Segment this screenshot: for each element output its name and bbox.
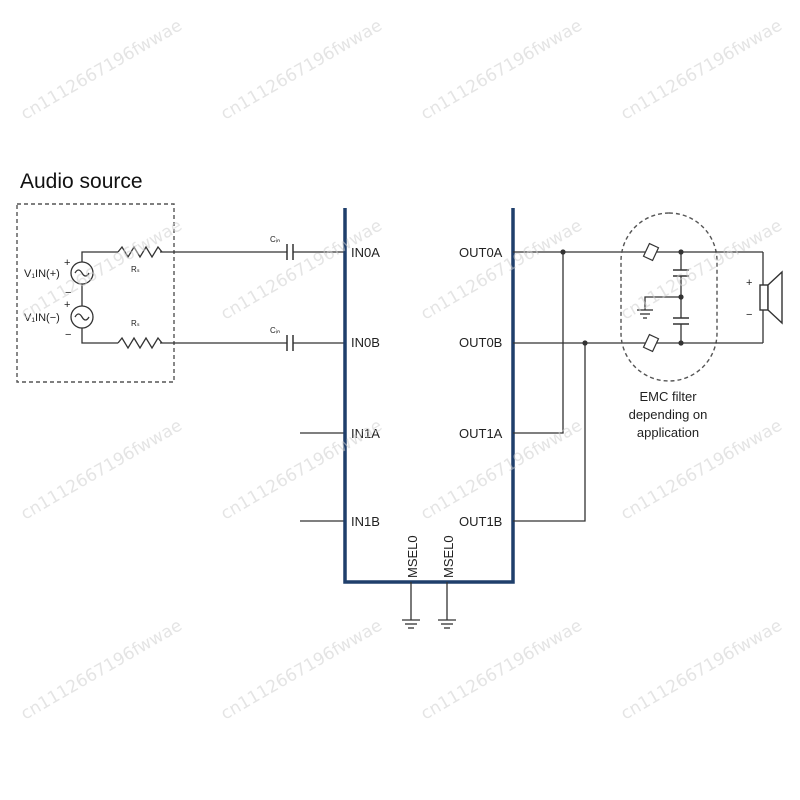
pin-out1b: OUT1B [459, 514, 502, 529]
amplifier-chip [343, 208, 515, 584]
pin-out0b: OUT0B [459, 335, 502, 350]
ground-symbol-filter [637, 309, 653, 319]
capacitor-top [286, 244, 294, 260]
speaker-minus: − [746, 309, 752, 321]
pin-in0b: IN0B [351, 335, 380, 350]
watermark-text: cn1112667196fwwae [218, 216, 386, 325]
audio-source-box [16, 203, 175, 383]
watermark-text: cn1112667196fwwae [418, 616, 586, 725]
source-neg-plus: + [64, 299, 70, 311]
pin-in1a: IN1A [351, 426, 380, 441]
emc-filter-label-line3: application [637, 425, 699, 440]
emc-filter-label-line2: depending on [629, 407, 708, 422]
speaker-plus: + [746, 277, 752, 289]
watermark-text: cn1112667196fwwae [218, 16, 386, 125]
source-neg-label: V₁IN(−) [24, 312, 60, 324]
watermark-text: cn1112667196fwwae [218, 616, 386, 725]
capacitor-bottom [286, 335, 294, 351]
resistor-bottom-label: Rₛ [131, 319, 140, 328]
watermark-text: cn1112667196fwwae [418, 216, 586, 325]
watermark-text: cn1112667196fwwae [418, 16, 586, 125]
wire-out1b [513, 343, 586, 522]
filter-capacitor-bottom [673, 317, 689, 325]
capacitor-bottom-label: Cᵢₙ [270, 326, 280, 335]
capacitor-top-label: Cᵢₙ [270, 235, 280, 244]
junction-filter-top [678, 249, 684, 255]
watermark-text: cn1112667196fwwae [18, 16, 186, 125]
junction-out0a [560, 249, 566, 255]
watermark-text: cn1112667196fwwae [618, 616, 786, 725]
watermark-text: cn1112667196fwwae [218, 416, 386, 525]
source-pos-label: V₁IN(+) [24, 268, 60, 280]
emc-filter-region [620, 212, 718, 382]
pin-in1b: IN1B [351, 514, 380, 529]
wire-out1a [513, 252, 564, 434]
ground-symbol-right [438, 619, 456, 629]
watermark-text: cn1112667196fwwae [18, 416, 186, 525]
watermark-layer: cn1112667196fwwae cn1112667196fwwae cn11… [18, 16, 786, 725]
ground-symbol-left [402, 619, 420, 629]
pin-out0a: OUT0A [459, 245, 503, 260]
resistor-top [117, 245, 163, 259]
ferrite-bead-top [642, 242, 660, 262]
wire-source-bottom [81, 328, 118, 344]
source-pos-plus: + [64, 257, 70, 269]
watermark-text: cn1112667196fwwae [618, 16, 786, 125]
ferrite-bead-bottom [642, 333, 660, 353]
resistor-top-label: Rₛ [131, 265, 140, 274]
source-pos-minus: − [65, 287, 71, 299]
emc-filter-label-line1: EMC filter [639, 389, 697, 404]
wire-source-top [81, 251, 118, 262]
junction-out0b [582, 340, 588, 346]
pin-msel-left: MSEL0 [405, 535, 420, 578]
resistor-bottom [117, 336, 163, 350]
ac-source-negative [70, 305, 94, 329]
audio-source-title: Audio source [20, 170, 143, 193]
source-neg-minus: − [65, 329, 71, 341]
wire-filter-gnd [644, 296, 681, 310]
junction-filter-bottom [678, 340, 684, 346]
pin-out1a: OUT1A [459, 426, 503, 441]
speaker-icon [759, 270, 783, 325]
pin-msel-right: MSEL0 [441, 535, 456, 578]
watermark-text: cn1112667196fwwae [18, 616, 186, 725]
pin-in0a: IN0A [351, 245, 380, 260]
